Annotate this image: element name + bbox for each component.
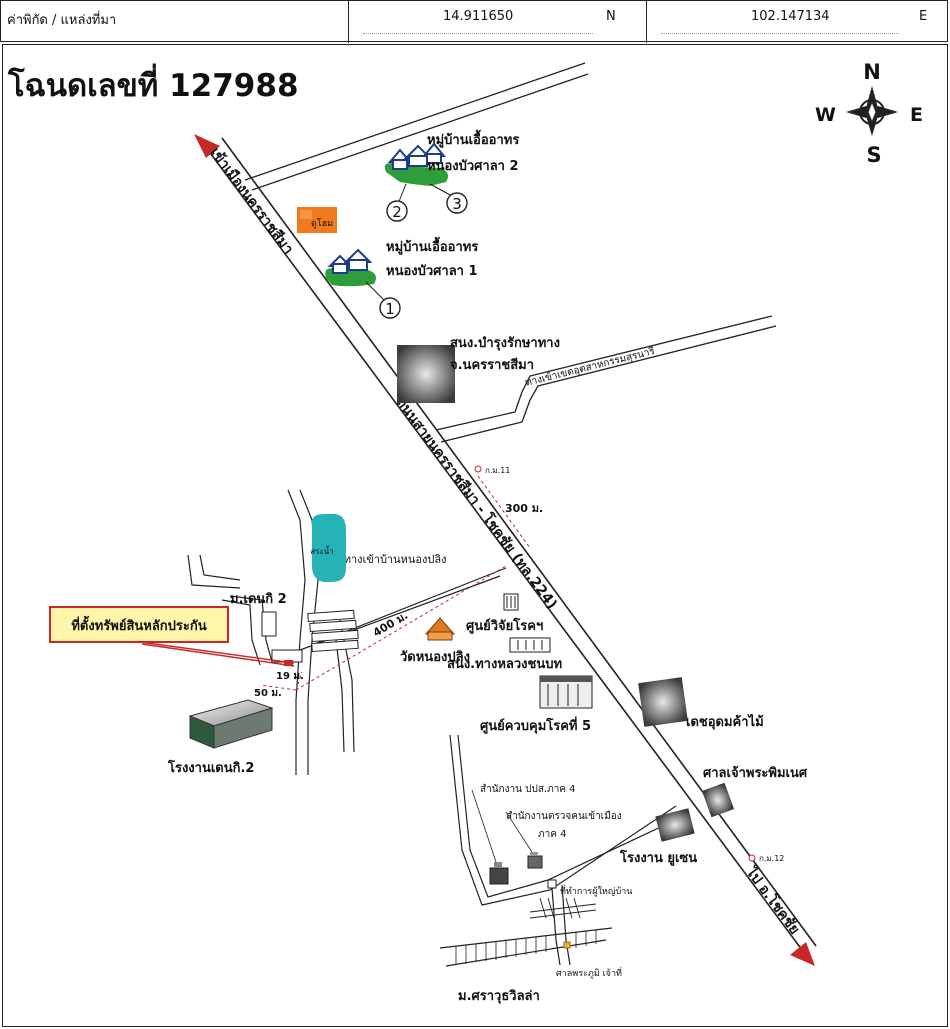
longitude-value: 102.147134 bbox=[751, 9, 830, 24]
dohome-logo: ดูโฮม bbox=[297, 207, 337, 233]
industrial-road bbox=[435, 315, 777, 443]
highway-office-building bbox=[397, 345, 455, 403]
compass-east: E bbox=[910, 104, 923, 126]
timber-depot-name: เดชอุดมค้าไม้ bbox=[686, 713, 764, 730]
headman-office-name: ที่ทำการผู้ใหญ่บ้าน bbox=[560, 884, 632, 897]
pond: สระน้ำ bbox=[310, 514, 346, 582]
label-to-chokchai: ไป อ.โชคชัย bbox=[742, 862, 805, 937]
distance-19: 19 ม. bbox=[276, 671, 304, 682]
yusen-factory-building bbox=[655, 808, 695, 842]
shrine-building bbox=[701, 782, 735, 818]
coordinate-label: ค่าพิกัด / แหล่งที่มา bbox=[7, 13, 117, 28]
immigration-office-icon bbox=[527, 852, 543, 869]
village-2-icon bbox=[384, 142, 453, 205]
marker-1: 1 bbox=[379, 297, 401, 319]
svg-text:สระน้ำ: สระน้ำ bbox=[310, 545, 333, 556]
arrow-to-nakhon-icon bbox=[194, 134, 220, 158]
compass-west: W bbox=[815, 104, 836, 126]
villa-housing-rows bbox=[455, 930, 597, 965]
property-distance-lines bbox=[259, 565, 507, 691]
village-2-subname: หนองบัวศาลา 2 bbox=[427, 159, 519, 174]
rural-roads-office-name: สนง.ทางหลวงชนบท bbox=[447, 657, 562, 672]
svg-text:ก.ม.12: ก.ม.12 bbox=[759, 854, 784, 863]
immigration-leader-line bbox=[505, 811, 533, 853]
property-callout: ที่ตั้งทรัพย์สินหลักประกัน bbox=[49, 606, 295, 667]
label-industrial-road: ทางเข้าเขตอุตสาหกรรมสุรนารี bbox=[524, 345, 657, 389]
compass-south: S bbox=[866, 143, 881, 167]
svg-text:ดูโฮม: ดูโฮม bbox=[311, 218, 333, 229]
marker-3: 3 bbox=[446, 192, 468, 214]
disease-research-name: ศูนย์วิจัยโรคฯ bbox=[466, 617, 543, 634]
longitude-direction: E bbox=[919, 9, 928, 24]
km11-marker: ก.ม.11 bbox=[474, 465, 510, 475]
village-1-subname: หนองบัวศาลา 1 bbox=[386, 264, 478, 279]
compass-north: N bbox=[863, 60, 881, 84]
wat-name: วัดหนองปลิง bbox=[400, 650, 470, 665]
coordinate-header: ค่าพิกัด / แหล่งที่มา 14.911650 N 102.14… bbox=[0, 0, 949, 43]
immigration-office-region: ภาค 4 bbox=[538, 829, 566, 840]
oncb-office-icon bbox=[489, 862, 509, 885]
latitude-dotted-line bbox=[363, 33, 593, 34]
denki-housing-rows bbox=[261, 609, 359, 663]
svg-text:3: 3 bbox=[452, 195, 462, 213]
property-label: ที่ตั้งทรัพย์สินหลักประกัน bbox=[71, 615, 206, 634]
disease-control-name: ศูนย์ควบคุมโรคที่ 5 bbox=[480, 716, 591, 734]
highway-office-name: สนง.บำรุงรักษาทาง bbox=[450, 335, 560, 351]
villa-name: ม.ศราวุธวิลล่า bbox=[458, 989, 540, 1004]
headman-office-icon bbox=[547, 879, 557, 889]
denki-factory-building bbox=[188, 699, 274, 749]
spirit-house-name: ศาลพระภูมิ เจ้าที่ bbox=[556, 966, 622, 979]
denki-factory-name: โรงงานเดนกิ.2 bbox=[167, 759, 254, 776]
distance-300: 300 ม. bbox=[505, 502, 543, 515]
longitude-dotted-line bbox=[661, 33, 899, 34]
dist-300-line bbox=[477, 475, 531, 549]
timber-depot-building bbox=[638, 677, 688, 727]
map-title: โฉนดเลขที่ 127988 bbox=[7, 63, 299, 104]
oncb-office-name: สำนักงาน ปปส.ภาค 4 bbox=[480, 784, 576, 795]
village-1-name: หมู่บ้านเอื้ออาทร bbox=[386, 236, 478, 255]
svg-text:2: 2 bbox=[392, 203, 402, 221]
top-branch-road bbox=[244, 62, 589, 191]
km12-marker: ก.ม.12 bbox=[748, 854, 784, 863]
village-1-icon bbox=[325, 248, 385, 301]
village-2-name: หมู่บ้านเอื้ออาทร bbox=[427, 129, 519, 148]
villa-connector bbox=[529, 897, 597, 919]
arrow-to-chokchai-icon bbox=[790, 942, 815, 966]
svg-text:ก.ม.11: ก.ม.11 bbox=[485, 466, 510, 475]
disease-control-icon bbox=[539, 675, 593, 709]
latitude-cell: 14.911650 N bbox=[349, 1, 647, 43]
oncb-leader-line bbox=[471, 789, 497, 863]
shrine-name: ศาลเจ้าพระพิมเนศ bbox=[703, 765, 808, 781]
latitude-value: 14.911650 bbox=[443, 9, 514, 24]
svg-text:1: 1 bbox=[385, 300, 395, 318]
rural-roads-office-icon bbox=[509, 637, 551, 653]
latitude-direction: N bbox=[606, 9, 616, 24]
label-nong-pling-road: ถนนทางเข้าบ้านหนองปลิง bbox=[322, 553, 446, 566]
label-to-nakhon: เข้าเมืองนครราชสีมา bbox=[207, 145, 296, 258]
marker-2: 2 bbox=[386, 200, 408, 222]
compass-rose: N S W E bbox=[815, 60, 923, 167]
distance-50: 50 ม. bbox=[254, 688, 282, 699]
spirit-house-icon bbox=[563, 941, 571, 949]
highway-office-province: จ.นครราชสีมา bbox=[450, 357, 534, 373]
coordinate-label-cell: ค่าพิกัด / แหล่งที่มา bbox=[1, 1, 349, 43]
immigration-office-name: สำนักงานตรวจคนเข้าเมือง bbox=[506, 810, 622, 822]
map-frame bbox=[2, 44, 948, 1027]
yusen-factory-name: โรงงาน ยูเซน bbox=[619, 849, 697, 866]
wat-icon bbox=[424, 617, 456, 641]
denki-village-name: ม.เดนกิ 2 bbox=[230, 592, 287, 607]
longitude-cell: 102.147134 E bbox=[647, 1, 949, 43]
disease-research-icon bbox=[503, 593, 519, 611]
